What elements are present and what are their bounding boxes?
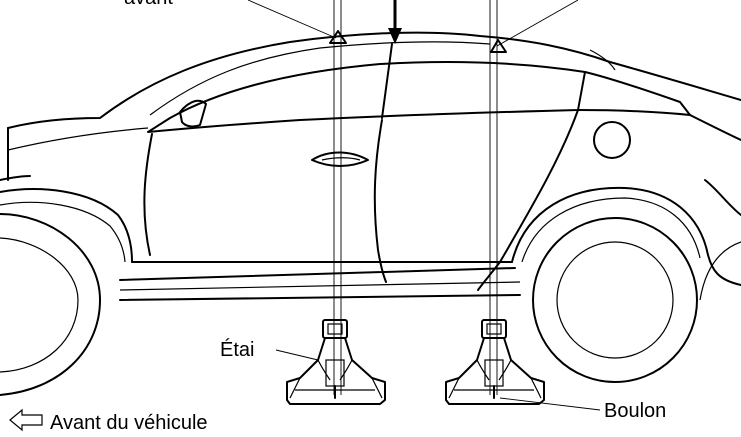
reference-lines xyxy=(247,0,579,395)
front-arrow-icon xyxy=(9,408,43,432)
rear-wheel xyxy=(532,217,741,383)
label-bolt: Boulon xyxy=(604,400,666,422)
jack-stand-right xyxy=(445,319,545,405)
triangle-mark-icon xyxy=(329,30,347,44)
label-avant-partial: avant xyxy=(124,0,173,9)
jack-stand-left xyxy=(286,319,386,405)
label-stand: Étai xyxy=(220,338,254,361)
triangle-mark-icon xyxy=(490,39,507,53)
front-wheel xyxy=(0,213,101,396)
down-arrow-icon xyxy=(388,0,402,44)
car-body xyxy=(0,31,741,301)
label-front-of-vehicle: Avant du véhicule xyxy=(50,412,208,434)
